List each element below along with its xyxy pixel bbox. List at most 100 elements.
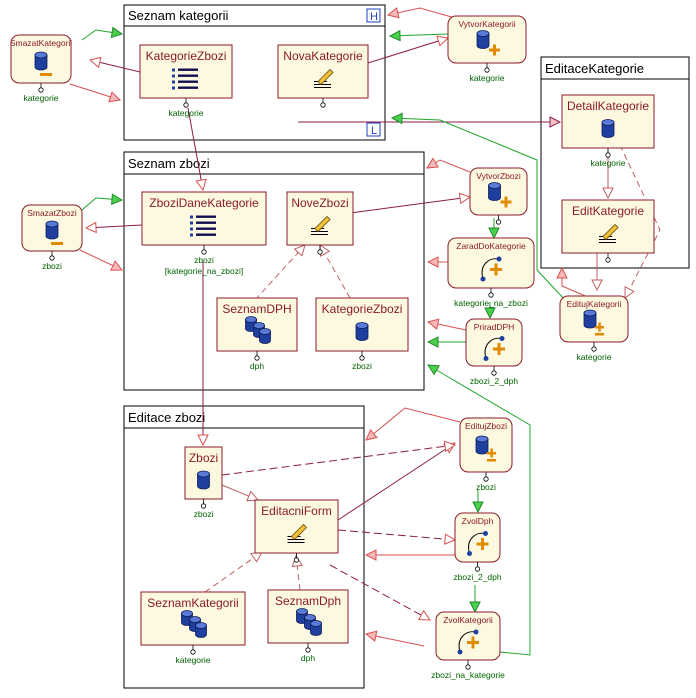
- port-label: kategorie: [577, 352, 612, 362]
- node-label: VytvorZbozi: [476, 171, 521, 181]
- edge-nova-to-vytvor: [367, 38, 448, 64]
- port-connector-icon[interactable]: [320, 102, 326, 108]
- multi-db-icon: [296, 608, 322, 636]
- port-label: zbozi: [352, 361, 372, 371]
- port-connector-icon[interactable]: [495, 219, 502, 225]
- node-label: SeznamDph: [275, 594, 341, 608]
- db-plus-icon: [488, 182, 512, 208]
- port-connector-icon[interactable]: [474, 566, 481, 572]
- edge-form-to-eduj: [337, 443, 455, 521]
- edge-vytvorzbozi-to-panel: [427, 160, 471, 173]
- edge-kategorie-to-smazat: [90, 60, 141, 73]
- node-editKategorie[interactable]: EditKategorie: [561, 199, 655, 263]
- list-icon: [190, 215, 216, 237]
- port-connector-icon[interactable]: [488, 292, 494, 298]
- node-seznamDph[interactable]: SeznamDph dph: [267, 589, 349, 663]
- node-novaKategorie[interactable]: NovaKategorie: [277, 44, 369, 108]
- node-seznamDPH[interactable]: SeznamDPH dph: [216, 297, 298, 371]
- port-connector-icon[interactable]: [190, 649, 196, 655]
- panel-title: Seznam kategorii: [128, 8, 229, 23]
- db-minus-icon: [45, 220, 63, 245]
- node-label: SeznamDPH: [222, 302, 291, 316]
- port-label: zbozi: [194, 255, 214, 265]
- node-label: ZaradDoKategorie: [456, 241, 526, 251]
- port-label: kategorie: [24, 93, 59, 103]
- panel-title: Editace zbozi: [128, 410, 205, 425]
- port-connector-icon[interactable]: [465, 664, 471, 670]
- multi-db-icon: [181, 610, 207, 638]
- node-zboziDaneKategorie[interactable]: ZboziDaneKategorie zbozi[kategorie_na_zbo…: [141, 191, 267, 276]
- port-label: kategorie: [169, 108, 204, 118]
- edge-zbozidane-to-smazat: [86, 225, 143, 228]
- port-connector-icon[interactable]: [359, 355, 365, 361]
- node-zaradDoKategorie[interactable]: ZaradDoKategorie kategorie_na_zbozi: [447, 237, 535, 308]
- port-label: kategorie_na_zbozi: [454, 298, 528, 308]
- list-button[interactable]: L: [366, 122, 381, 137]
- hide-badge-label: H: [370, 11, 378, 23]
- edge-smazatkat-from-panel: [81, 30, 122, 41]
- edge-vytvorkat-to-panel: [388, 8, 456, 19]
- db-minus-icon: [34, 51, 52, 76]
- port-connector-icon[interactable]: [317, 249, 323, 255]
- edge-eduj-to-panel: [366, 407, 461, 440]
- edge-nove-to-vytvor: [349, 197, 470, 214]
- port-label: dph: [301, 653, 315, 663]
- db-icon: [197, 470, 210, 490]
- node-label: NovaKategorie: [283, 49, 363, 63]
- port-connector-icon[interactable]: [254, 355, 260, 361]
- port-connector-icon[interactable]: [605, 257, 611, 263]
- port-label: zbozi: [42, 261, 62, 271]
- node-label: EditujZbozi: [465, 421, 507, 431]
- port-connector-icon[interactable]: [483, 476, 489, 482]
- node-noveZbozi[interactable]: NoveZbozi: [286, 191, 354, 255]
- port-connector-icon[interactable]: [49, 255, 55, 261]
- node-vytvorZbozi[interactable]: VytvorZbozi: [469, 167, 528, 225]
- port-connector-icon[interactable]: [591, 346, 597, 352]
- action-plus-icon: [467, 531, 489, 556]
- node-label: ZvolKategorii: [443, 615, 493, 625]
- port-connector-icon[interactable]: [200, 503, 207, 509]
- port-connector-icon[interactable]: [484, 67, 490, 73]
- edge-seznamdph-to-form-dash: [296, 556, 300, 591]
- hide-button[interactable]: H: [366, 8, 381, 23]
- port-connector-icon[interactable]: [38, 87, 44, 93]
- port-connector-icon[interactable]: [293, 557, 300, 563]
- node-label: ZboziDaneKategorie: [149, 196, 259, 210]
- edge-seznamdph-to-nove-dash: [254, 245, 305, 301]
- edge-form-to-zvolkat-dash: [329, 564, 430, 620]
- port-connector-icon[interactable]: [183, 102, 189, 108]
- action-plus-icon: [480, 256, 502, 282]
- node-kategorieZbozi1[interactable]: KategorieZbozi kategorie: [139, 44, 233, 118]
- list-icon: [172, 68, 198, 90]
- port-connector-icon[interactable]: [605, 152, 611, 158]
- port-label-secondary: [kategorie_na_zbozi]: [165, 266, 243, 276]
- port-connector-icon[interactable]: [491, 370, 497, 376]
- node-editacniForm[interactable]: EditacniForm: [254, 499, 339, 563]
- port-connector-icon[interactable]: [201, 249, 207, 255]
- port-connector-icon[interactable]: [305, 647, 311, 653]
- edge-smazatzbozi-to-panel: [79, 249, 122, 270]
- edit-form-icon: [599, 223, 619, 243]
- node-label: KategorieZbozi: [146, 49, 227, 63]
- node-label: EditKategorie: [572, 204, 644, 218]
- port-label: dph: [250, 361, 264, 371]
- edge-smazatzbozi-from-panel: [81, 198, 122, 211]
- db-plusminus-icon: [475, 435, 496, 462]
- edge-form-to-zvoldph-dash: [337, 529, 455, 540]
- node-label: ZvolDph: [462, 516, 494, 526]
- edit-form-icon: [314, 68, 334, 88]
- db-plus-icon: [476, 30, 500, 56]
